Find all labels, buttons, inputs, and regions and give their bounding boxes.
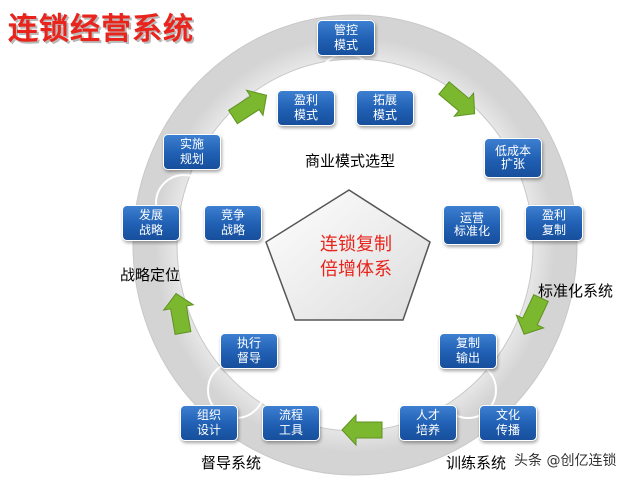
- box-competition-strategy: 竞争战略: [204, 205, 262, 241]
- box-replication-output: 复制输出: [439, 333, 497, 369]
- label-business-model: 商业模式选型: [305, 152, 396, 170]
- box-management-mode: 管控模式: [317, 20, 375, 56]
- box-process-tools: 流程工具: [262, 405, 320, 441]
- center-label: 连锁复制 倍增体系: [320, 234, 392, 280]
- box-profit-mode: 盈利模式: [277, 90, 335, 126]
- box-implementation-plan: 实施规划: [163, 134, 221, 170]
- label-training-system: 训练系统: [446, 454, 507, 472]
- flow-arrow-1: [227, 89, 268, 125]
- box-operation-standardization: 运营标准化: [443, 205, 501, 245]
- box-profit-replication: 盈利复制: [525, 205, 583, 241]
- flow-arrow-3: [515, 293, 549, 335]
- box-expansion-mode: 拓展模式: [356, 90, 414, 126]
- box-execution-supervision: 执行督导: [220, 333, 278, 369]
- flow-arrow-4: [341, 413, 383, 447]
- center-pentagon: [265, 189, 431, 321]
- box-culture-spread: 文化传播: [479, 405, 537, 441]
- page-title: 连锁经营系统: [8, 12, 194, 47]
- box-talent-training: 人才培养: [399, 405, 457, 441]
- cluster-circle-5: [155, 174, 213, 232]
- flow-arrows: [162, 81, 549, 447]
- label-strategic-positioning: 战略定位: [120, 266, 181, 284]
- box-development-strategy: 发展战略: [122, 205, 180, 241]
- label-supervision-system: 督导系统: [201, 454, 262, 472]
- flow-arrow-2: [438, 81, 476, 117]
- ring-outer-edge: [132, 14, 578, 476]
- box-organization-design: 组织设计: [180, 405, 238, 441]
- flow-arrow-5: [162, 292, 195, 335]
- box-low-cost-expansion: 低成本扩张: [484, 138, 542, 178]
- label-standardization-system: 标准化系统: [538, 282, 614, 300]
- watermark: 头条 @创亿连锁: [514, 453, 617, 469]
